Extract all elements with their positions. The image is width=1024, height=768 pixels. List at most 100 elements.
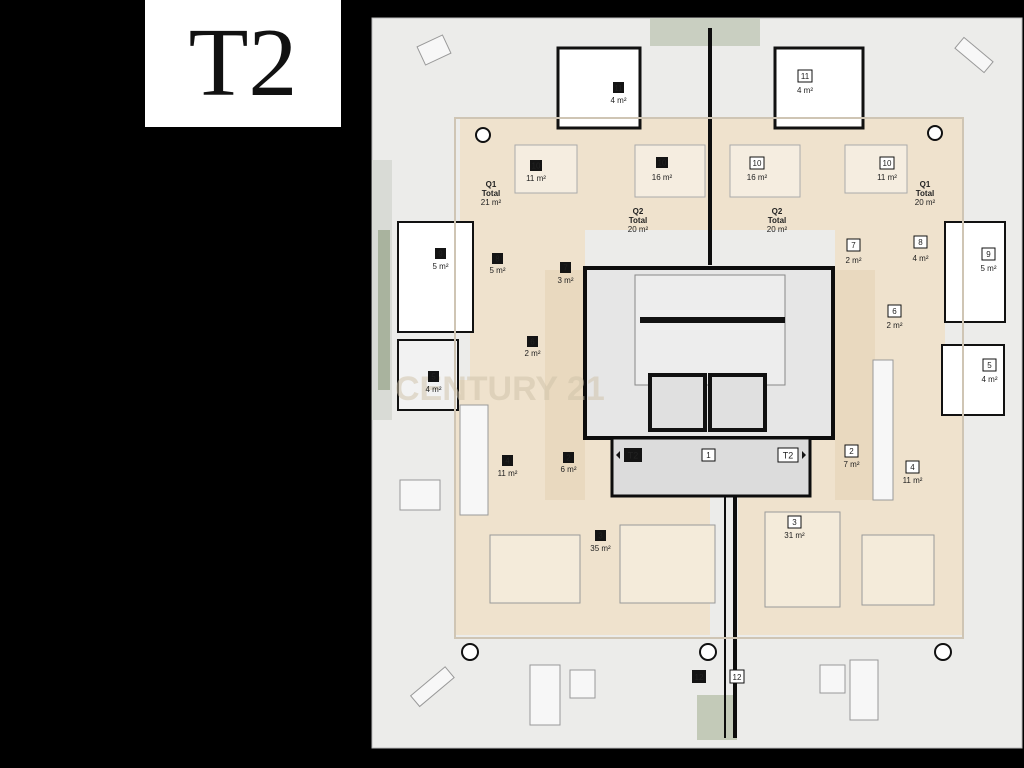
badge-left-8: 8 5 m² <box>490 253 506 275</box>
svg-text:20 m²: 20 m² <box>628 225 649 234</box>
svg-text:5 m²: 5 m² <box>490 266 506 275</box>
lounger-tr <box>954 36 994 74</box>
total-left-q2: Q2 Total 20 m² <box>628 207 649 234</box>
badge-right-9: 9 5 m² <box>981 247 997 273</box>
badge-right-5: 5 4 m² <box>982 358 998 384</box>
svg-text:4: 4 <box>505 457 510 466</box>
bath-left-11 <box>556 46 642 130</box>
badge-left-9: 9 5 m² <box>433 248 449 271</box>
bath-right-11 <box>773 46 865 130</box>
svg-text:Q1: Q1 <box>920 180 931 189</box>
badge-left-7: 7 3 m² <box>558 262 574 285</box>
svg-text:2: 2 <box>566 454 571 463</box>
bed-left-10b <box>634 144 706 198</box>
svg-text:3 m²: 3 m² <box>558 276 574 285</box>
terrace-sofa-left <box>529 664 561 726</box>
svg-text:1: 1 <box>706 451 711 460</box>
bath-right-9 <box>944 221 1006 323</box>
svg-text:2 m²: 2 m² <box>887 321 903 330</box>
svg-text:20 m²: 20 m² <box>767 225 788 234</box>
floor-right-corridor <box>835 270 875 500</box>
lounger-bl <box>409 666 455 708</box>
svg-text:5: 5 <box>987 361 992 370</box>
svg-text:21 m²: 21 m² <box>481 198 502 207</box>
svg-text:9: 9 <box>986 250 991 259</box>
svg-text:12: 12 <box>695 673 704 682</box>
svg-text:Total: Total <box>629 216 648 225</box>
bed-right-10a <box>729 144 801 198</box>
svg-text:7 m²: 7 m² <box>844 460 860 469</box>
bath-left-9 <box>397 221 474 333</box>
planter-top <box>650 18 760 46</box>
svg-text:6: 6 <box>892 307 897 316</box>
svg-text:12: 12 <box>733 673 742 682</box>
sofa-left <box>619 524 716 604</box>
svg-text:Total: Total <box>482 189 501 198</box>
svg-text:11: 11 <box>801 72 810 81</box>
lounger-tl <box>416 34 452 66</box>
svg-text:10: 10 <box>753 159 762 168</box>
svg-text:T2: T2 <box>783 451 794 461</box>
badge-right-2: 2 7 m² <box>844 444 860 469</box>
unit-title: T2 <box>188 9 298 117</box>
svg-text:20 m²: 20 m² <box>915 198 936 207</box>
dining-table-terrace-left <box>399 479 441 511</box>
svg-text:7: 7 <box>563 264 568 273</box>
total-right-q1: Q1 Total 20 m² <box>915 180 936 207</box>
title-box: T2 <box>145 0 341 127</box>
badge-left-5: 5 4 m² <box>426 371 442 394</box>
badge-right-10b: 10 11 m² <box>877 156 897 182</box>
badge-right-3: 3 31 m² <box>784 515 805 540</box>
floor-plan: CENTURY 21 11 4 m² 10 11 m² 10 16 m² 9 5… <box>371 17 1023 749</box>
svg-text:9: 9 <box>438 250 443 259</box>
svg-text:11 m²: 11 m² <box>526 174 546 183</box>
svg-text:2: 2 <box>849 447 854 456</box>
bed-left-10a <box>514 144 578 194</box>
svg-text:11: 11 <box>614 84 623 93</box>
badge-right-12: 12 <box>729 669 745 684</box>
badge-left-11: 11 4 m² <box>611 82 627 105</box>
badge-left-4: 4 11 m² <box>498 455 518 478</box>
svg-text:11 m²: 11 m² <box>903 476 923 485</box>
svg-text:8: 8 <box>918 238 923 247</box>
svg-text:4 m²: 4 m² <box>426 385 442 394</box>
dining-right <box>861 534 935 606</box>
elevator-right <box>708 373 767 432</box>
svg-text:6: 6 <box>530 338 535 347</box>
sofa-right <box>764 511 841 608</box>
badge-core-1: 1 <box>701 448 716 462</box>
svg-text:16 m²: 16 m² <box>652 173 673 182</box>
svg-text:4 m²: 4 m² <box>797 86 813 95</box>
terrace-table-left <box>569 669 596 699</box>
badge-left-3: 3 35 m² <box>590 530 611 553</box>
svg-text:4 m²: 4 m² <box>611 96 627 105</box>
svg-text:10: 10 <box>658 159 667 168</box>
svg-text:2 m²: 2 m² <box>525 349 541 358</box>
unit-tag-right: T2 <box>777 447 806 463</box>
svg-text:Q1: Q1 <box>486 180 497 189</box>
svg-text:10: 10 <box>532 162 541 171</box>
svg-text:10: 10 <box>883 159 892 168</box>
badge-right-7: 7 2 m² <box>846 238 862 265</box>
terrace-table-right <box>819 664 846 694</box>
badge-left-10a: 10 11 m² <box>526 160 546 183</box>
svg-text:5: 5 <box>431 373 436 382</box>
planter-bottom <box>697 695 737 740</box>
svg-text:3: 3 <box>598 532 603 541</box>
svg-text:Q2: Q2 <box>633 207 644 216</box>
badge-right-8: 8 4 m² <box>913 235 929 263</box>
kitchen-left <box>459 404 489 516</box>
svg-text:Total: Total <box>768 216 787 225</box>
bed-right-10b <box>844 144 908 194</box>
dining-left <box>489 534 581 604</box>
svg-text:11 m²: 11 m² <box>498 469 518 478</box>
svg-text:31 m²: 31 m² <box>784 531 805 540</box>
svg-text:8: 8 <box>495 255 500 264</box>
svg-text:4 m²: 4 m² <box>913 254 929 263</box>
svg-text:5 m²: 5 m² <box>981 264 997 273</box>
svg-text:3: 3 <box>792 518 797 527</box>
planter-left <box>378 230 390 390</box>
bath-right-5 <box>941 344 1005 416</box>
svg-text:35 m²: 35 m² <box>590 544 611 553</box>
svg-text:Total: Total <box>916 189 935 198</box>
